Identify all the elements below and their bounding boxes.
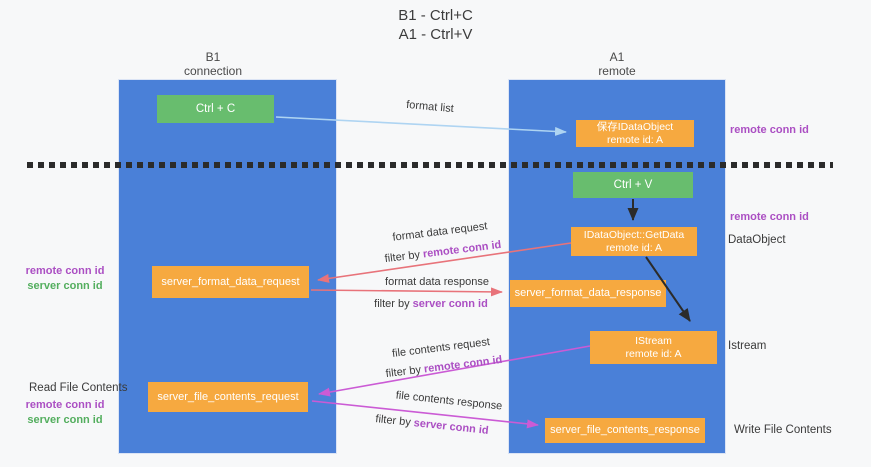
lane-a1-name: A1 bbox=[609, 50, 625, 64]
title-line-2: A1 - Ctrl+V bbox=[398, 26, 473, 43]
lane-header-b1: B1 connection bbox=[158, 50, 268, 78]
lane-b1-name: B1 bbox=[205, 50, 221, 64]
remote-conn-id-left-top: remote conn id bbox=[25, 265, 105, 277]
getdata-line1: IDataObject::GetData bbox=[583, 228, 685, 241]
dataobject-annotation: DataObject bbox=[728, 234, 786, 246]
remote-conn-id-right-mid: remote conn id bbox=[730, 211, 809, 223]
save-dataobject-line1: 保存IDataObject bbox=[596, 120, 674, 133]
remote-conn-id-key-1: remote conn id bbox=[422, 238, 502, 261]
lane-a1-role: remote bbox=[598, 64, 636, 78]
conn-id-pair-bottom: remote conn id server conn id bbox=[15, 398, 115, 428]
node-istream: IStream remote id: A bbox=[590, 331, 717, 364]
ctrl-v-label: Ctrl + V bbox=[613, 179, 653, 191]
server-conn-id-left-bottom: server conn id bbox=[27, 414, 103, 426]
session-boundary-dashed-line bbox=[27, 162, 833, 168]
istream-line2: remote id: A bbox=[625, 347, 682, 360]
format-data-response-label: format data response bbox=[385, 276, 489, 288]
node-idataobject-getdata: IDataObject::GetData remote id: A bbox=[571, 227, 697, 256]
server-file-contents-request-label: server_file_contents_request bbox=[157, 390, 299, 403]
server-conn-id-key-2: server conn id bbox=[413, 417, 490, 437]
server-format-data-response-label: server_format_data_response bbox=[514, 287, 662, 299]
conn-id-pair-top: remote conn id server conn id bbox=[15, 264, 115, 294]
lane-header-a1: A1 remote bbox=[562, 50, 672, 78]
server-file-contents-response-label: server_file_contents_response bbox=[550, 424, 700, 436]
format-list-label: format list bbox=[405, 98, 455, 116]
node-save-dataobject: 保存IDataObject remote id: A bbox=[576, 120, 694, 147]
ctrl-c-label: Ctrl + C bbox=[195, 103, 236, 115]
node-ctrl-v: Ctrl + V bbox=[573, 172, 693, 198]
diagram-title: B1 - Ctrl+C A1 - Ctrl+V bbox=[0, 6, 871, 44]
file-contents-response-label: file contents response bbox=[395, 389, 503, 413]
getdata-line2: remote id: A bbox=[605, 241, 663, 254]
node-server-format-data-response: server_format_data_response bbox=[510, 280, 666, 307]
remote-conn-id-right-top: remote conn id bbox=[730, 124, 809, 136]
server-format-data-request-label: server_format_data_request bbox=[161, 275, 300, 288]
server-conn-id-key-1: server conn id bbox=[412, 298, 488, 310]
node-server-file-contents-request: server_file_contents_request bbox=[148, 382, 308, 412]
filter-by-text-2: filter by bbox=[374, 298, 410, 310]
format-data-response-arrow bbox=[310, 287, 503, 297]
remote-conn-id-left-bottom: remote conn id bbox=[25, 399, 105, 411]
format-data-request-label: format data request bbox=[391, 220, 489, 244]
title-line-1: B1 - Ctrl+C bbox=[398, 7, 473, 24]
filter-by-text-1: filter by bbox=[384, 248, 421, 266]
node-server-file-contents-response: server_file_contents_response bbox=[545, 418, 705, 443]
node-server-format-data-request: server_format_data_request bbox=[152, 266, 309, 298]
node-ctrl-c: Ctrl + C bbox=[157, 95, 274, 123]
write-file-contents-annotation: Write File Contents bbox=[734, 424, 832, 436]
server-conn-id-left-top: server conn id bbox=[27, 280, 103, 292]
istream-line1: IStream bbox=[635, 334, 672, 347]
istream-annotation: Istream bbox=[728, 340, 767, 352]
filter-by-text-3: filter by bbox=[385, 363, 422, 381]
lane-b1-role: connection bbox=[183, 64, 243, 78]
filter-by-text-4: filter by bbox=[374, 413, 412, 429]
read-file-contents-annotation: Read File Contents bbox=[29, 382, 128, 394]
save-dataobject-line2: remote id: A bbox=[606, 133, 664, 146]
remote-conn-id-key-2: remote conn id bbox=[423, 353, 503, 376]
